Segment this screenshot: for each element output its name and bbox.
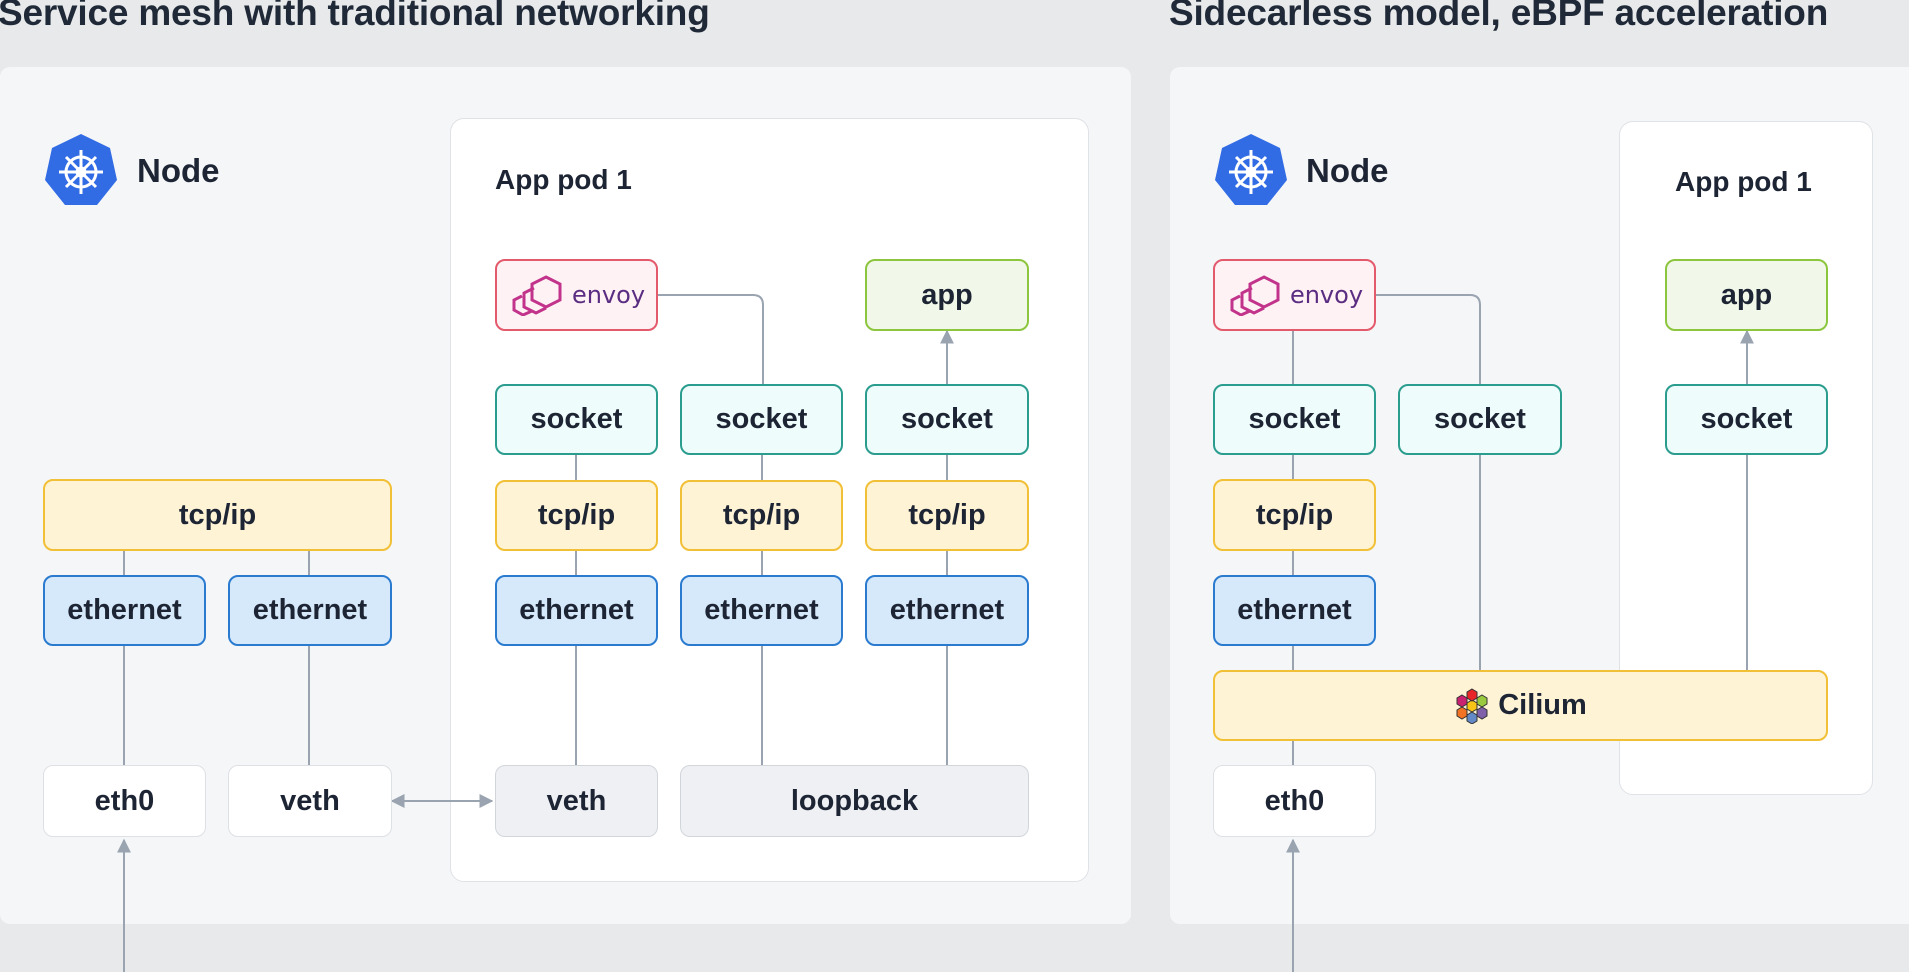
envoy-logo-icon	[1230, 275, 1280, 316]
cilium-logo-icon	[1456, 687, 1488, 724]
node-ethernet-box-2: ethernet	[228, 575, 392, 646]
pod-tcpip-box-2: tcp/ip	[680, 480, 843, 551]
pod-veth-box: veth	[495, 765, 658, 837]
left-node-label: Node	[137, 152, 220, 189]
right-eth0-box: eth0	[1213, 765, 1376, 837]
pod-socket-box-1: socket	[495, 384, 658, 455]
kubernetes-helm-icon	[45, 134, 117, 205]
right-pod-label: App pod 1	[1675, 166, 1812, 197]
pod-ethernet-box-1: ethernet	[495, 575, 658, 646]
right-heading: Sidecarless model, eBPF acceleration	[1169, 0, 1829, 33]
right-envoy-box: envoy	[1213, 259, 1376, 331]
envoy-logo-icon	[512, 275, 562, 316]
cilium-box: Cilium	[1213, 670, 1828, 741]
pod-socket-box-3: socket	[865, 384, 1029, 455]
right-socket-box-1: socket	[1213, 384, 1376, 455]
cilium-label: Cilium	[1498, 689, 1587, 721]
node-ethernet-box-1: ethernet	[43, 575, 206, 646]
app-box: app	[865, 259, 1029, 331]
left-heading: Service mesh with traditional networking	[0, 0, 710, 33]
pod-socket-box-2: socket	[680, 384, 843, 455]
right-app-box: app	[1665, 259, 1828, 331]
right-envoy-label: envoy	[1289, 281, 1364, 309]
right-tcpip-box: tcp/ip	[1213, 479, 1376, 551]
pod-ethernet-box-2: ethernet	[680, 575, 843, 646]
right-ethernet-box: ethernet	[1213, 575, 1376, 646]
left-pod-label: App pod 1	[495, 164, 632, 195]
node-eth0-box: eth0	[43, 765, 206, 837]
right-socket-box-3: socket	[1665, 384, 1828, 455]
pod-tcpip-box-1: tcp/ip	[495, 480, 658, 551]
pod-tcpip-box-3: tcp/ip	[865, 480, 1029, 551]
envoy-box: envoy	[495, 259, 658, 331]
right-node-label: Node	[1306, 152, 1389, 189]
node-veth-box: veth	[228, 765, 392, 837]
right-socket-box-2: socket	[1398, 384, 1562, 455]
node-tcpip-box: tcp/ip	[43, 479, 392, 551]
loopback-box: loopback	[680, 765, 1029, 837]
pod-ethernet-box-3: ethernet	[865, 575, 1029, 646]
envoy-label: envoy	[571, 281, 646, 309]
kubernetes-helm-icon	[1215, 134, 1287, 205]
